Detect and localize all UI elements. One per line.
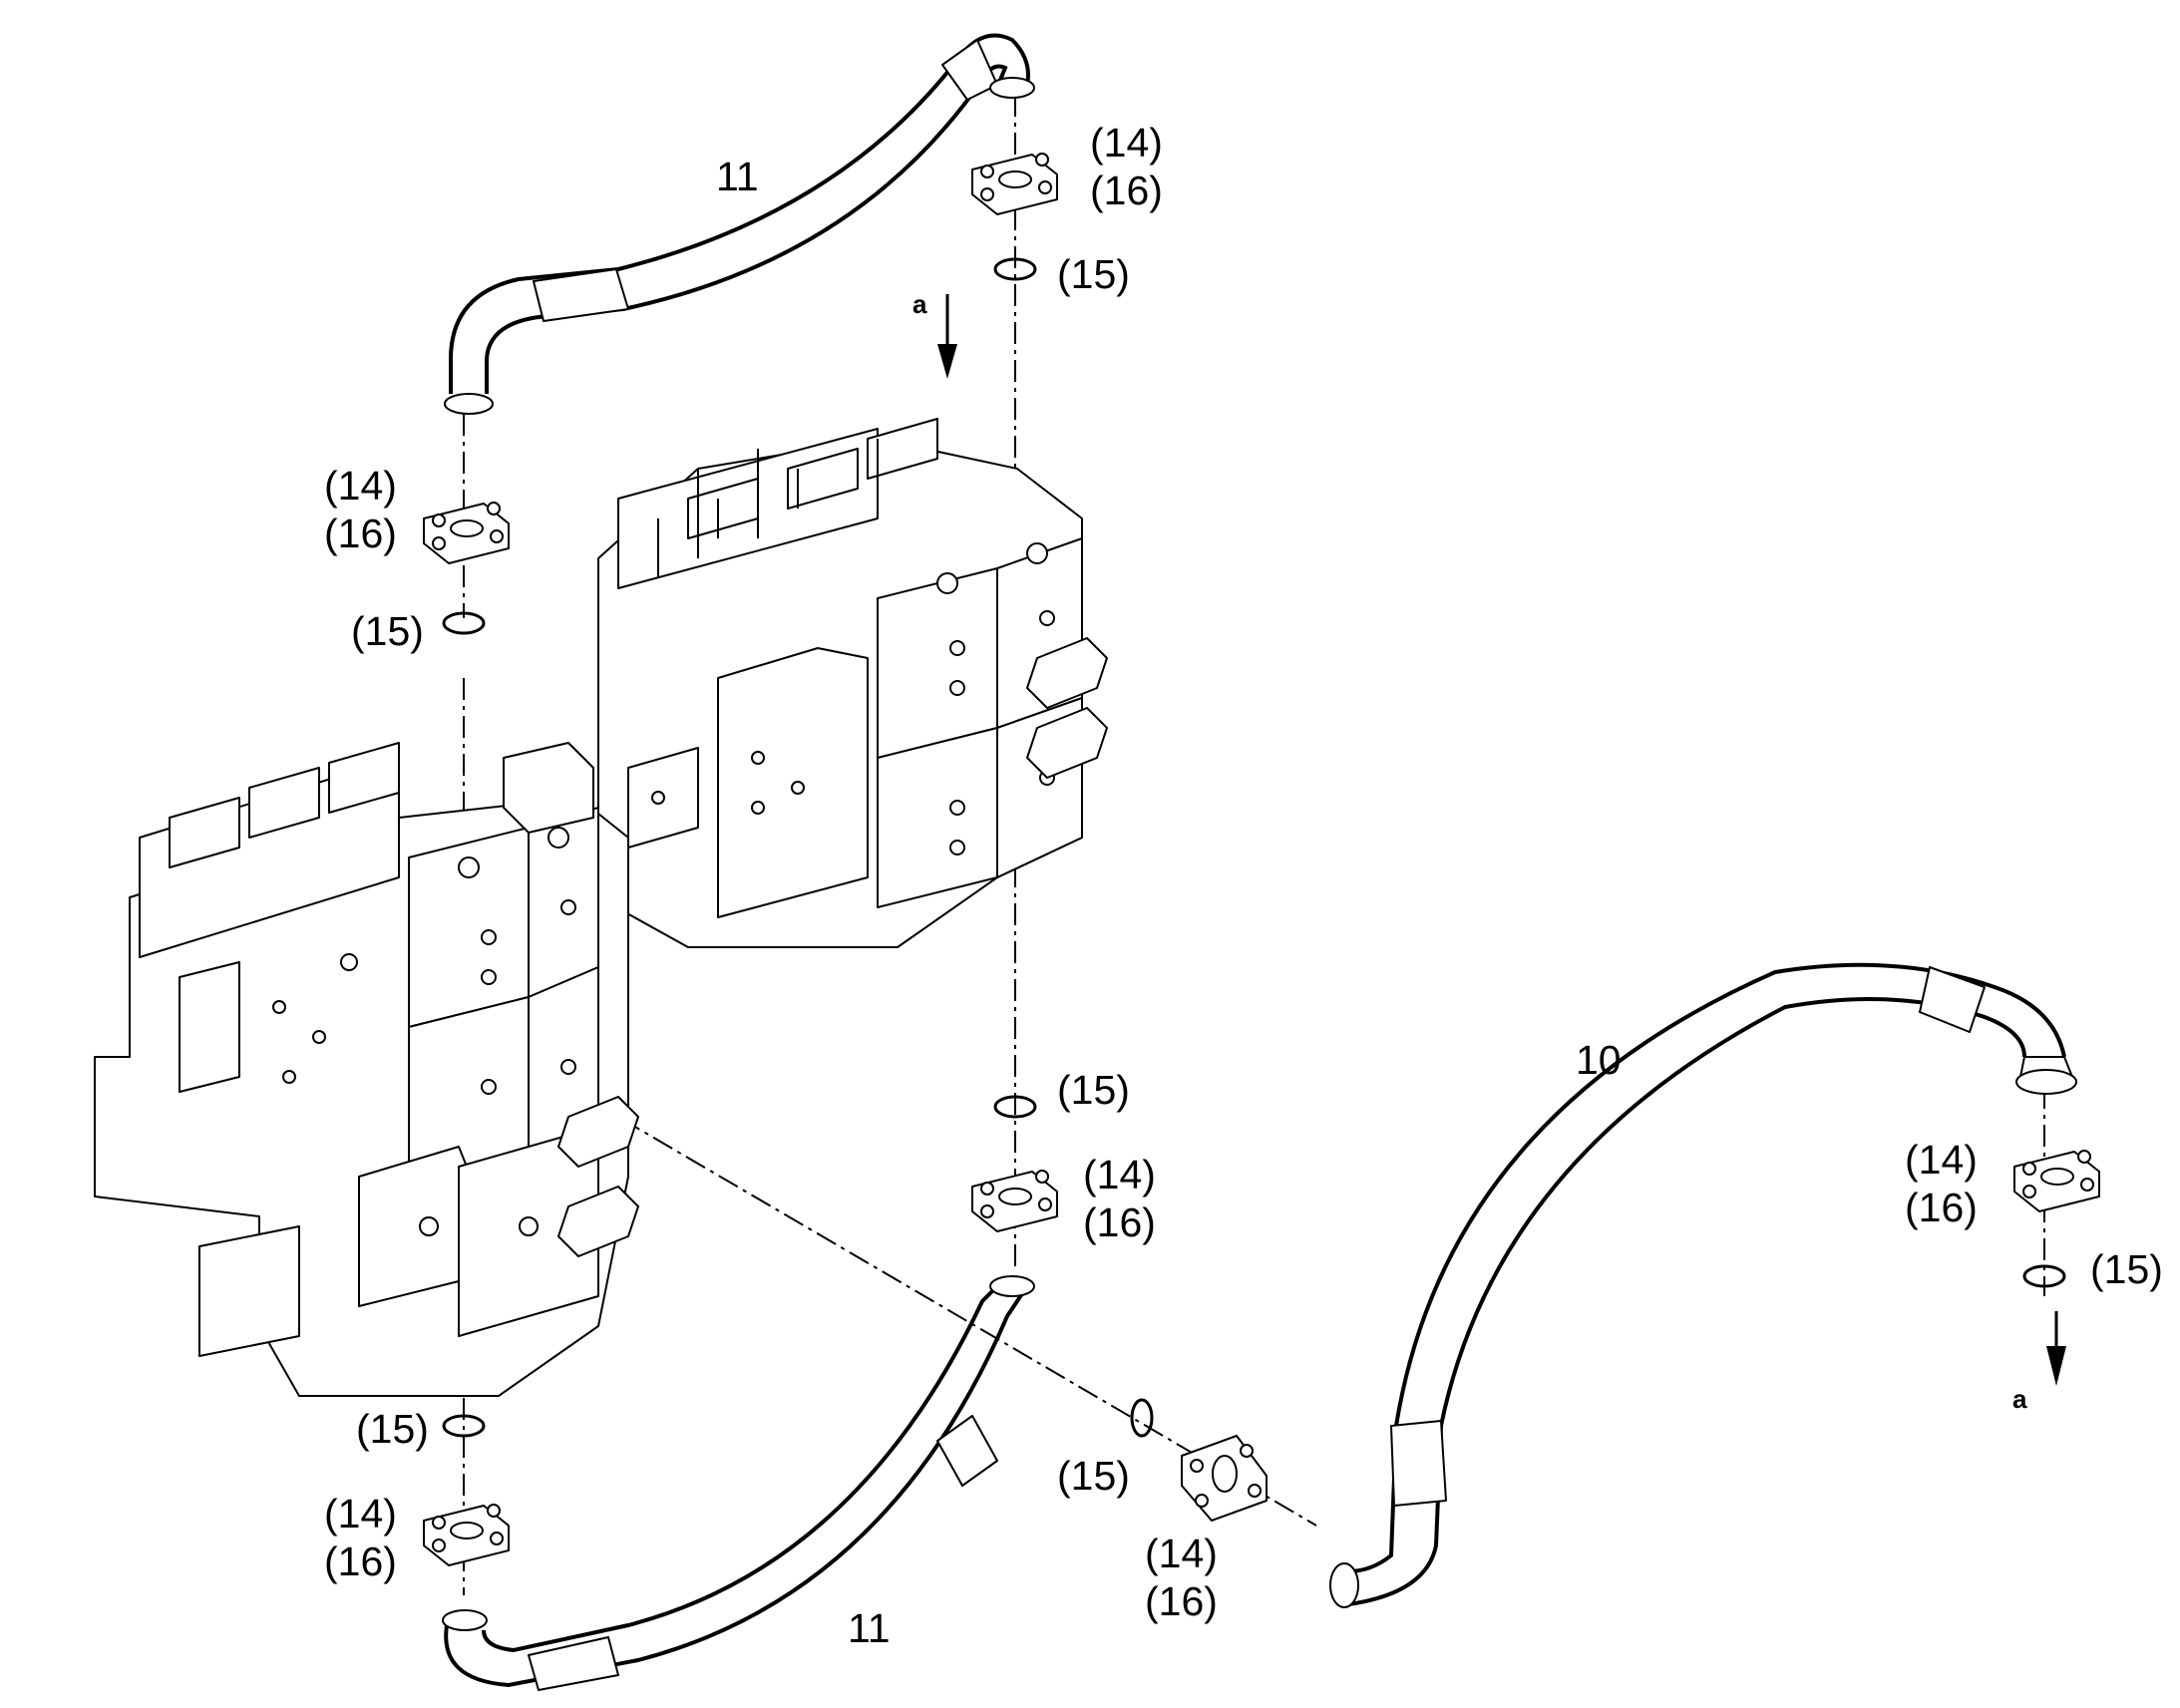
label-flange-bottom-left: (14) xyxy=(324,1491,397,1537)
label-arrow-top: a xyxy=(912,289,927,319)
arrow-top xyxy=(937,294,957,379)
flange-top-right xyxy=(971,153,1058,215)
label-flange-diagonal: (14) xyxy=(1145,1531,1218,1576)
label-oring-diagonal: (15) xyxy=(1057,1453,1130,1499)
flange-middle xyxy=(971,1170,1058,1232)
axis-line-diagonal xyxy=(358,964,1317,1527)
valve-block-rear xyxy=(597,418,1108,948)
label-screw-middle: (16) xyxy=(1083,1199,1156,1245)
hose-10-right xyxy=(1329,962,2077,1608)
o-ring-diagonal xyxy=(1130,1398,1154,1438)
label-hose-11-top: 11 xyxy=(716,154,759,199)
flange-top-left xyxy=(423,502,510,564)
label-hose-10: 10 xyxy=(1576,1037,1622,1083)
o-rings xyxy=(442,257,2066,1438)
label-hose-11-bottom: 11 xyxy=(848,1605,891,1651)
flange-bottom-left xyxy=(423,1504,510,1566)
label-screw-diagonal: (16) xyxy=(1145,1578,1218,1624)
label-flange-top-right: (14) xyxy=(1090,120,1163,166)
label-arrow-bottom: a xyxy=(2012,1384,2027,1414)
label-flange-middle: (14) xyxy=(1083,1152,1156,1197)
o-ring-middle xyxy=(993,1095,1037,1119)
o-ring-far-right xyxy=(2022,1264,2066,1288)
label-oring-far-right: (15) xyxy=(2090,1246,2163,1292)
label-screw-top-right: (16) xyxy=(1090,168,1163,213)
hose-11-top xyxy=(444,33,1035,415)
flange-diagonal xyxy=(1181,1435,1268,1522)
label-screw-bottom-left: (16) xyxy=(324,1538,397,1584)
flange-far-right xyxy=(2013,1150,2100,1212)
o-ring-bottom-left xyxy=(442,1414,486,1438)
label-oring-top-right: (15) xyxy=(1057,251,1130,297)
label-screw-far-right: (16) xyxy=(1905,1185,1978,1230)
label-flange-far-right: (14) xyxy=(1905,1137,1978,1183)
hose-11-bottom xyxy=(442,1275,1035,1691)
label-oring-bottom-left: (15) xyxy=(356,1406,429,1452)
o-ring-top-left xyxy=(442,611,486,635)
o-ring-top-right xyxy=(993,257,1037,281)
label-screw-top-left: (16) xyxy=(324,511,397,556)
valve-block-front xyxy=(94,742,639,1397)
label-flange-top-left: (14) xyxy=(324,463,397,509)
arrow-bottom xyxy=(2046,1311,2066,1386)
label-oring-top-left: (15) xyxy=(351,608,424,654)
label-oring-middle: (15) xyxy=(1057,1067,1130,1113)
